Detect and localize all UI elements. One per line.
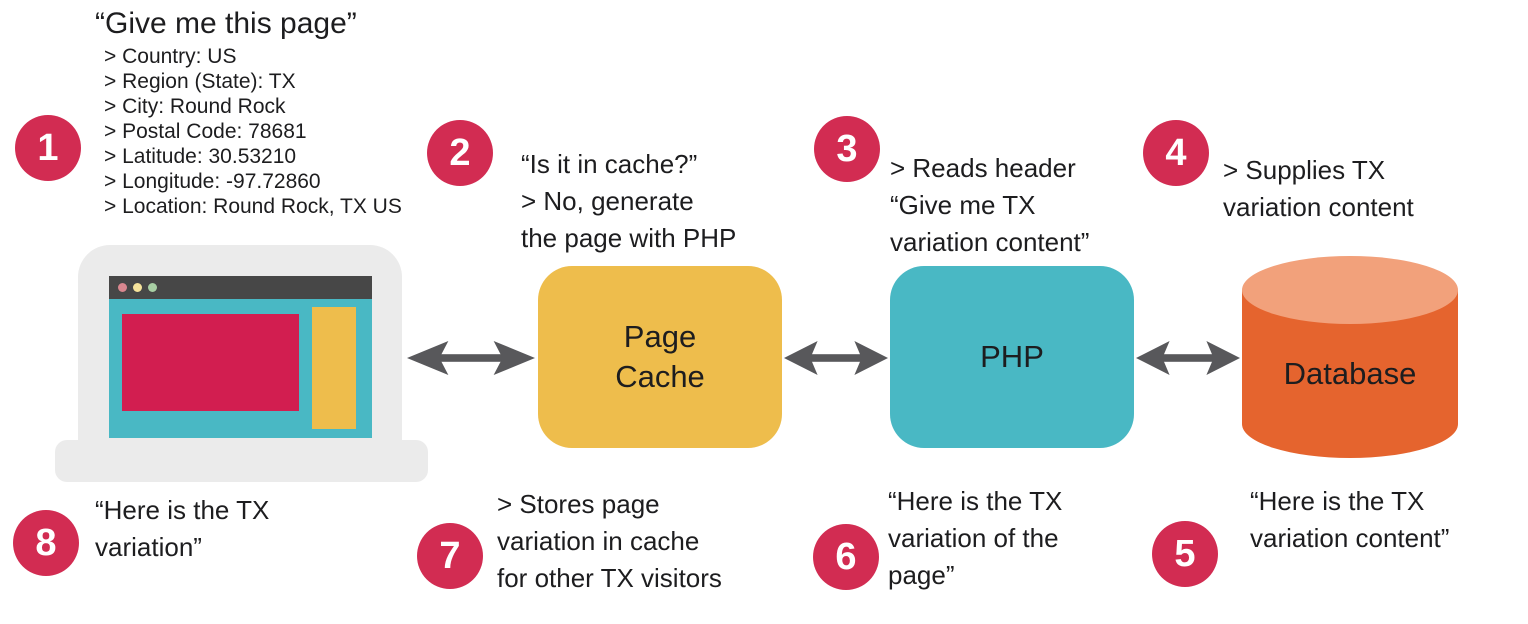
laptop-base [55,440,428,482]
step-1-title: “Give me this page” [95,7,357,40]
bidirectional-arrow-browser-cache-icon [407,339,535,377]
step-4-badge: 4 [1143,120,1209,186]
bidirectional-arrow-cache-php-icon [784,339,888,377]
step-7-badge: 7 [417,523,483,589]
browser-window [109,276,372,438]
step-1-request-details: > Country: US > Region (State): TX > Cit… [104,45,402,218]
node-php: PHP [890,266,1134,448]
step-4-text: > Supplies TX variation content [1223,155,1414,222]
node-page-cache: Page Cache [538,266,782,448]
page-cache-label: Page Cache [615,319,705,394]
step-6-badge: 6 [813,524,879,590]
step-8-text: “Here is the TX variation” [95,495,270,562]
step-2-text: “Is it in cache?” > No, generate the pag… [521,149,737,253]
step-1-badge: 1 [15,115,81,181]
database-label: Database [1283,356,1417,391]
window-dot-red-icon [118,283,127,292]
step-8-badge: 8 [13,510,79,576]
page-sidebar-block [312,307,356,429]
step-3-badge: 3 [814,116,880,182]
step-5-text: “Here is the TX variation content” [1250,486,1450,553]
node-database: Database [1242,254,1458,460]
step-5-badge: 5 [1152,521,1218,587]
step-2-badge: 2 [427,120,493,186]
window-dot-green-icon [148,283,157,292]
browser-titlebar [109,276,372,299]
step-6-text: “Here is the TX variation of the page” [888,486,1063,590]
php-label: PHP [980,339,1044,374]
page-content-block [122,314,299,411]
database-cylinder-icon [1242,256,1458,458]
step-3-text: > Reads header “Give me TX variation con… [890,153,1090,257]
step-7-text: > Stores page variation in cache for oth… [497,489,722,593]
bidirectional-arrow-php-database-icon [1136,339,1240,377]
browser-viewport [109,299,372,438]
window-dot-yellow-icon [133,283,142,292]
